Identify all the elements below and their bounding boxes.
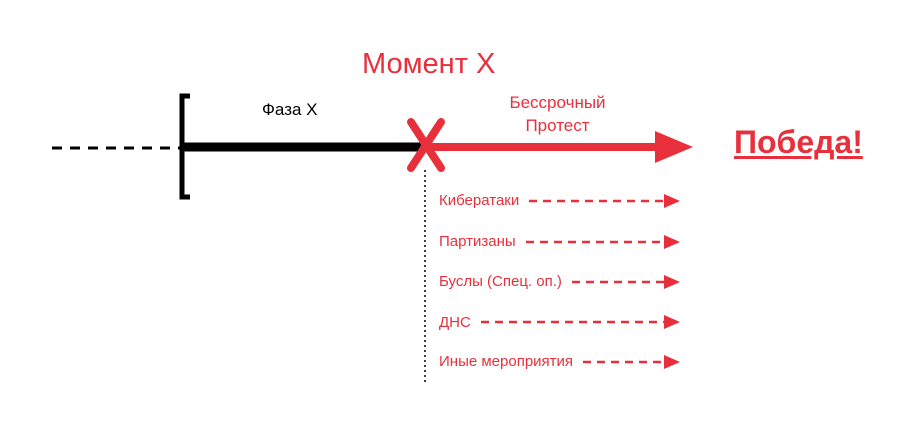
branch-label-partisans: Партизаны xyxy=(439,233,516,250)
branch-arrow-head xyxy=(664,194,680,208)
branch-arrow-head xyxy=(664,235,680,249)
branch-arrow-head xyxy=(664,355,680,369)
phase-label: Фаза X xyxy=(262,100,318,119)
branch-arrow-head xyxy=(664,275,680,289)
branch-label-other: Иные мероприятия xyxy=(439,353,574,370)
branch-label-busly: Буслы (Спец. оп.) xyxy=(439,273,562,290)
protest-label: Бессрочный Протест xyxy=(509,93,606,135)
moment-title: Момент X xyxy=(362,48,496,80)
branch-arrows xyxy=(481,194,680,369)
moment-x-marker xyxy=(407,118,445,172)
branch-label-cyberattacks: Кибератаки xyxy=(439,192,520,209)
victory-label: Победа! xyxy=(734,124,863,160)
protest-arrow-head xyxy=(655,131,693,163)
branch-label-dns: ДНС xyxy=(439,314,471,331)
branch-arrow-head xyxy=(664,315,680,329)
